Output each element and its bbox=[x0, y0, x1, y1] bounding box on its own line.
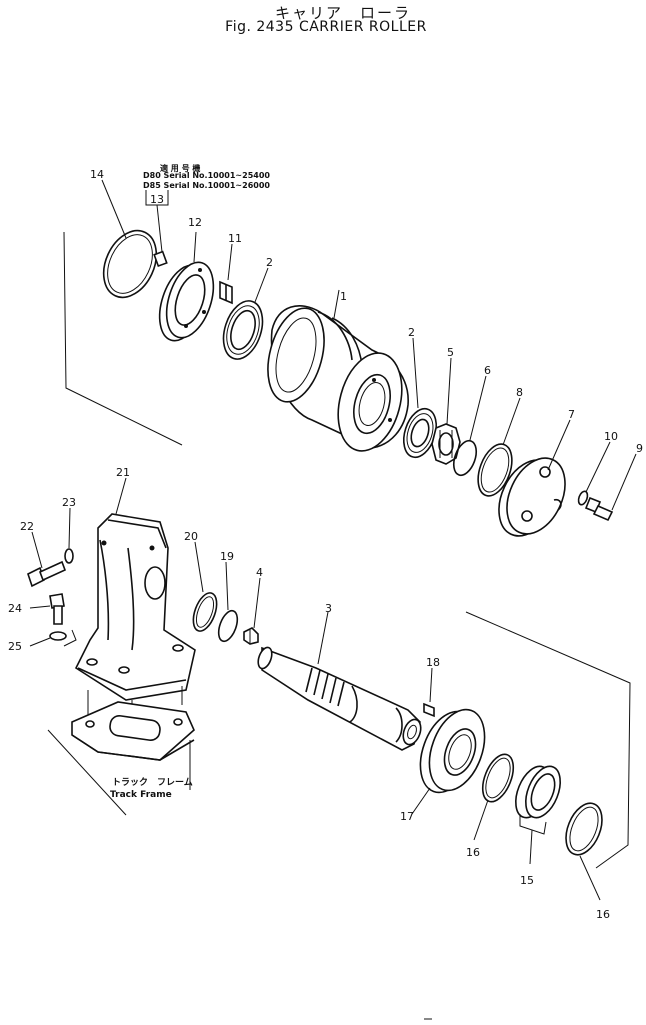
callout-12: 12 bbox=[188, 216, 202, 229]
serial-note-heading: 適 用 号 機 bbox=[160, 163, 200, 173]
part-6-o-ring bbox=[452, 439, 478, 477]
part-12-cover bbox=[158, 261, 215, 342]
axis-frame-lower bbox=[465, 611, 631, 869]
part-23-washer bbox=[64, 548, 74, 564]
callout-8: 8 bbox=[516, 386, 523, 399]
serial-note-line2: D85 Serial No.10001~26000 bbox=[143, 181, 270, 190]
part-9-bolt bbox=[584, 496, 614, 522]
callout-16-left: 16 bbox=[466, 846, 480, 859]
callout-16-right: 16 bbox=[596, 908, 610, 921]
callout-6: 6 bbox=[484, 364, 491, 377]
serial-note-line1: D80 Serial No.10001~25400 bbox=[143, 171, 270, 180]
callout-7: 7 bbox=[568, 408, 575, 421]
callout-4: 4 bbox=[256, 566, 263, 579]
part-1-roller bbox=[267, 304, 409, 452]
part-11-pin bbox=[219, 280, 233, 305]
part-19-o-ring bbox=[217, 609, 239, 643]
part-13-bolt bbox=[145, 190, 169, 268]
track-frame-label-jp: トラック フレーム bbox=[112, 777, 193, 788]
callout-2-right: 2 bbox=[408, 326, 415, 339]
callout-17: 17 bbox=[400, 810, 414, 823]
callout-18: 18 bbox=[426, 656, 440, 669]
part-25-washer bbox=[49, 629, 77, 647]
callout-14: 14 bbox=[90, 168, 104, 181]
part-8-o-ring bbox=[477, 443, 513, 497]
callout-21: 21 bbox=[116, 466, 130, 479]
part-2-bearing-left bbox=[222, 300, 264, 360]
part-17-collar bbox=[419, 708, 486, 794]
callout-20: 20 bbox=[184, 530, 198, 543]
callout-9: 9 bbox=[636, 442, 643, 455]
callout-24: 24 bbox=[8, 602, 22, 615]
axis-frame-upper bbox=[63, 231, 183, 446]
part-10-washer bbox=[577, 490, 589, 506]
part-20-o-ring bbox=[192, 592, 218, 632]
part-3-shaft bbox=[257, 646, 422, 751]
part-22-bolt bbox=[27, 560, 67, 588]
track-frame-plate bbox=[47, 686, 195, 816]
callout-23: 23 bbox=[62, 496, 76, 509]
callout-3: 3 bbox=[325, 602, 332, 615]
part-15-seal bbox=[515, 765, 561, 865]
callout-15: 15 bbox=[520, 874, 534, 887]
callout-11: 11 bbox=[228, 232, 242, 245]
part-5-nut bbox=[431, 423, 461, 465]
part-14-o-ring bbox=[102, 229, 158, 299]
part-24-bolt bbox=[49, 593, 65, 625]
callout-5: 5 bbox=[447, 346, 454, 359]
part-18-pin bbox=[423, 702, 435, 718]
part-16-o-ring-left bbox=[481, 753, 515, 803]
callout-1: 1 bbox=[340, 290, 347, 303]
part-21-bracket bbox=[74, 477, 196, 701]
track-frame-label: Track Frame bbox=[110, 790, 172, 800]
part-16-o-ring-right bbox=[565, 802, 603, 856]
title-japanese: キャリア ローラ bbox=[274, 4, 411, 22]
callout-22: 22 bbox=[20, 520, 34, 533]
callout-25: 25 bbox=[8, 640, 22, 653]
part-7-cover-plate bbox=[498, 457, 566, 537]
callout-2-left: 2 bbox=[266, 256, 273, 269]
callout-10: 10 bbox=[604, 430, 618, 443]
part-4-plug bbox=[243, 627, 259, 645]
callout-13: 13 bbox=[150, 193, 164, 206]
figure-title: Fig. 2435 CARRIER ROLLER bbox=[225, 19, 427, 35]
callout-19: 19 bbox=[220, 550, 234, 563]
